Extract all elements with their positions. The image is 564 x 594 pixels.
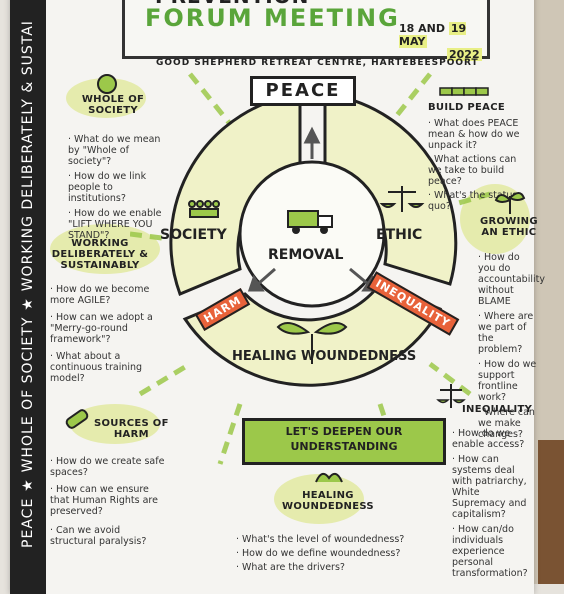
hands-icon <box>315 472 343 483</box>
list-item: · How do you do accountability without B… <box>478 252 545 307</box>
list-item: · How do we link people to institutions? <box>68 171 147 204</box>
deepen-line1: LET'S DEEPEN OUR <box>285 425 403 438</box>
side-strip: PEACE ★ WHOLE OF SOCIETY ★ WORKING DELIB… <box>10 0 46 594</box>
healing-heading-1: HEALING <box>302 490 354 501</box>
list-item: · What do we mean by "Whole of society"? <box>68 134 161 167</box>
inequality-questions: · How do we enable access? · How can sys… <box>452 428 536 579</box>
wheel-healing: HEALING WOUNDEDNESS <box>232 349 417 364</box>
deepen-banner: LET'S DEEPEN OUR UNDERSTANDING <box>242 418 446 465</box>
poster: PEACE ★ WHOLE OF SOCIETY ★ WORKING DELIB… <box>10 0 545 594</box>
whole-society-section: WHOLE OF SOCIETY <box>68 94 158 116</box>
date-prefix: 18 AND <box>399 22 445 35</box>
list-item: · How do we enable "LIFT WHERE YOU STAND… <box>68 208 162 241</box>
working-section: WORKING DELIBERATELY & SUSTAINABLY <box>50 238 150 271</box>
wheel-removal: REMOVAL <box>268 247 344 263</box>
side-text-peace: PEACE <box>20 497 36 548</box>
side-text-working: WORKING DELIBERATELY & SUSTAI <box>20 20 36 292</box>
title-date: 18 AND 19 MAY 2022 <box>399 22 487 61</box>
list-item: · How do we create safe spaces? <box>50 456 165 478</box>
working-heading-2: DELIBERATELY & <box>51 249 149 260</box>
plant-icon <box>494 192 526 214</box>
venue: GOOD SHEPHERD RETREAT CENTRE, HARTEBEESP… <box>156 58 479 68</box>
peace-wheel-diagram <box>130 72 490 465</box>
list-item: · How do we support frontline work? <box>478 359 537 403</box>
list-item: · How can systems deal with patriarchy, … <box>452 454 527 520</box>
list-item: · Where can we make changes? <box>478 407 535 440</box>
background-wood <box>538 440 564 584</box>
list-item: · How can/do individuals experience pers… <box>452 524 528 579</box>
healing-heading-2: WOUNDEDNESS <box>282 501 374 512</box>
peace-banner: PEACE <box>250 76 356 106</box>
list-item: · What actions can we take to build peac… <box>428 154 517 187</box>
list-item: · What's the status quo? <box>428 190 518 212</box>
title-box: PREVENTION FORUM MEETING 18 AND 19 MAY 2… <box>122 0 490 61</box>
title-top: PREVENTION <box>155 0 309 8</box>
page-title: FORUM MEETING <box>145 4 400 32</box>
list-item: · How do we become more AGILE? <box>50 284 150 306</box>
globe-icon <box>97 74 117 94</box>
date-year: 2022 <box>447 48 482 61</box>
whole-society-heading-1: WHOLE OF <box>81 94 145 105</box>
growing-ethic-section: GROWING AN ETHIC <box>480 216 538 238</box>
growing-ethic-questions: · How do you do accountability without B… <box>478 252 545 440</box>
glow <box>50 224 160 274</box>
harm-section: SOURCES OF HARM <box>94 418 169 440</box>
healing-questions: · What's the level of woundedness? · How… <box>236 534 446 573</box>
side-strip-text: PEACE ★ WHOLE OF SOCIETY ★ WORKING DELIB… <box>20 20 36 548</box>
growing-heading-2: AN ETHIC <box>481 227 537 238</box>
harm-heading-1: SOURCES OF <box>94 418 169 429</box>
list-item: · Can we avoid structural paralysis? <box>50 525 147 547</box>
glow <box>274 474 364 524</box>
growing-heading-1: GROWING <box>480 216 538 227</box>
list-item: · How can we adopt a "Merry-go-round fra… <box>50 312 153 345</box>
working-heading-3: SUSTAINABLY <box>60 260 140 271</box>
side-text-whole-society: WHOLE OF SOCIETY <box>20 316 36 473</box>
healing-section: HEALING WOUNDEDNESS <box>282 490 374 512</box>
harm-heading-2: HARM <box>113 429 149 440</box>
scales-icon <box>436 384 466 408</box>
working-heading-1: WORKING <box>71 238 129 249</box>
bricks-icon <box>439 87 489 96</box>
list-item: · How do we enable access? <box>452 428 525 450</box>
side-star-icon: ★ <box>20 297 36 311</box>
side-star-icon: ★ <box>20 478 36 492</box>
wheel-ethic: ETHIC <box>376 227 423 243</box>
list-item: · What's the level of woundedness? <box>236 534 405 545</box>
list-item: · How do we define woundedness? <box>236 548 401 559</box>
list-item: · What does PEACE mean & how do we unpac… <box>428 118 520 151</box>
inequality-heading: INEQUALITY <box>462 404 533 415</box>
list-item: · Where are we part of the problem? <box>478 311 534 355</box>
bandage-icon <box>65 409 89 429</box>
whole-society-questions: · What do we mean by "Whole of society"?… <box>68 134 168 241</box>
working-questions: · How do we become more AGILE? · How can… <box>50 284 168 384</box>
build-peace-questions: · What does PEACE mean & how do we unpac… <box>428 118 532 212</box>
whole-society-heading-2: SOCIETY <box>88 105 138 116</box>
list-item: · How can we ensure that Human Rights ar… <box>50 484 158 517</box>
list-item: · What about a continuous training model… <box>50 351 143 384</box>
deepen-line2: UNDERSTANDING <box>290 440 398 453</box>
list-item: · What are the drivers? <box>236 562 345 573</box>
build-peace-heading: BUILD PEACE <box>428 102 505 113</box>
wheel-society: SOCIETY <box>160 227 227 243</box>
harm-questions: · How do we create safe spaces? · How ca… <box>50 456 166 547</box>
